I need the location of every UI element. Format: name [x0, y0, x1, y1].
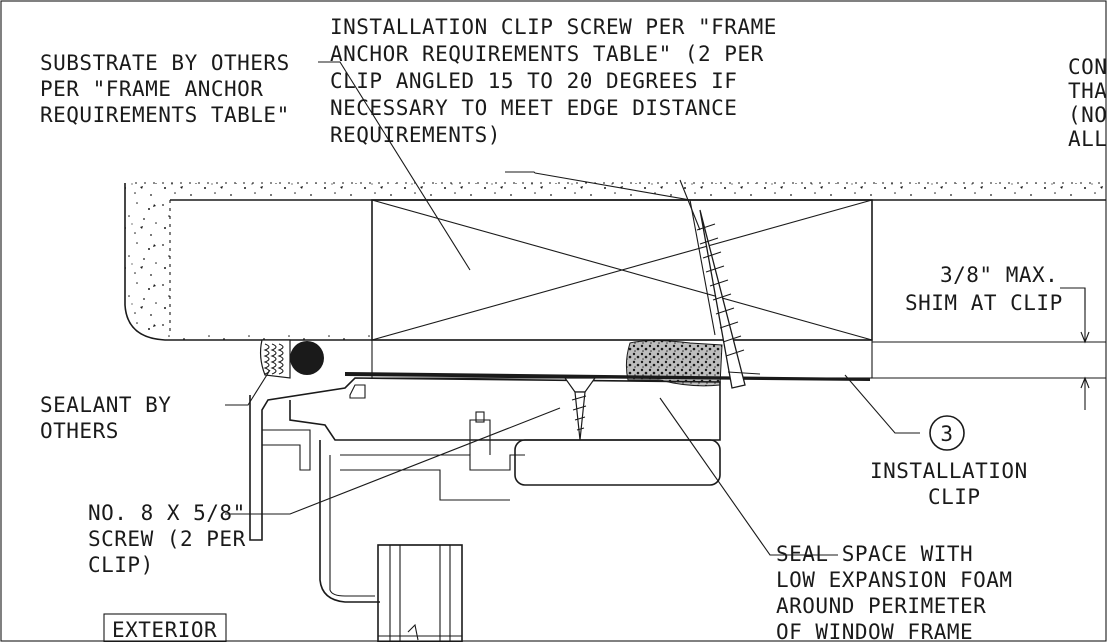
sealant-bead [259, 339, 324, 379]
screw-label-2: SCREW (2 PER [88, 527, 246, 551]
seal-space-label-1: SEAL SPACE WITH [776, 542, 973, 566]
concrete-substrate [124, 182, 1106, 341]
exterior-box [103, 613, 227, 642]
callout-number: 3 [940, 422, 953, 446]
shim-dimension [872, 287, 1106, 410]
substrate-label-3: REQUIREMENTS TABLE" [40, 103, 290, 127]
installation-clip [345, 372, 870, 381]
clip-screw-label-1: INSTALLATION CLIP SCREW PER "FRAME [330, 15, 777, 39]
glazing-stop [514, 439, 721, 486]
truncated-note-2: THA [1068, 79, 1107, 103]
clip-screw-label-4: NECESSARY TO MEET EDGE DISTANCE [330, 96, 737, 120]
leader-lines [225, 61, 920, 556]
frame-screw-icon [563, 377, 597, 441]
expanding-foam [625, 340, 723, 387]
shim-space [371, 339, 873, 379]
shim-label-1: 3/8" MAX. [940, 263, 1058, 287]
sealant-label-2: OTHERS [40, 419, 119, 443]
install-clip-label-2: CLIP [928, 485, 981, 509]
labels: SUBSTRATE BY OTHERS PER "FRAME ANCHOR RE… [40, 15, 1107, 642]
clip-screw-label-3: CLIP ANGLED 15 TO 20 DEGREES IF [330, 69, 737, 93]
wood-buck [371, 199, 873, 341]
truncated-note-3: (NO [1068, 103, 1107, 127]
truncated-note-1: CON [1068, 55, 1107, 79]
seal-space-label-3: AROUND PERIMETER [776, 594, 986, 618]
substrate-label-2: PER "FRAME ANCHOR [40, 77, 263, 101]
seal-space-label-4: OF WINDOW FRAME [776, 620, 973, 642]
screw-label-3: CLIP) [88, 553, 154, 577]
callout-circle [929, 415, 965, 451]
truncated-note-4: ALL [1068, 127, 1107, 151]
screw-label-1: NO. 8 X 5/8" [88, 501, 246, 525]
clip-screw-label-2: ANCHOR REQUIREMENTS TABLE" (2 PER [330, 42, 764, 66]
substrate-label-1: SUBSTRATE BY OTHERS [40, 51, 290, 75]
sealant-label-1: SEALANT BY [40, 393, 171, 417]
seal-space-label-2: LOW EXPANSION FOAM [776, 568, 1013, 592]
backer-rod [290, 341, 324, 375]
clip-screw-label-5: REQUIREMENTS) [330, 123, 501, 147]
clip-screw-icon [696, 209, 761, 389]
exterior-label: EXTERIOR [112, 618, 217, 642]
shim-label-2: SHIM AT CLIP [905, 291, 1063, 315]
window-sash [377, 544, 463, 642]
install-clip-label-1: INSTALLATION [870, 459, 1028, 483]
window-frame [249, 377, 721, 603]
